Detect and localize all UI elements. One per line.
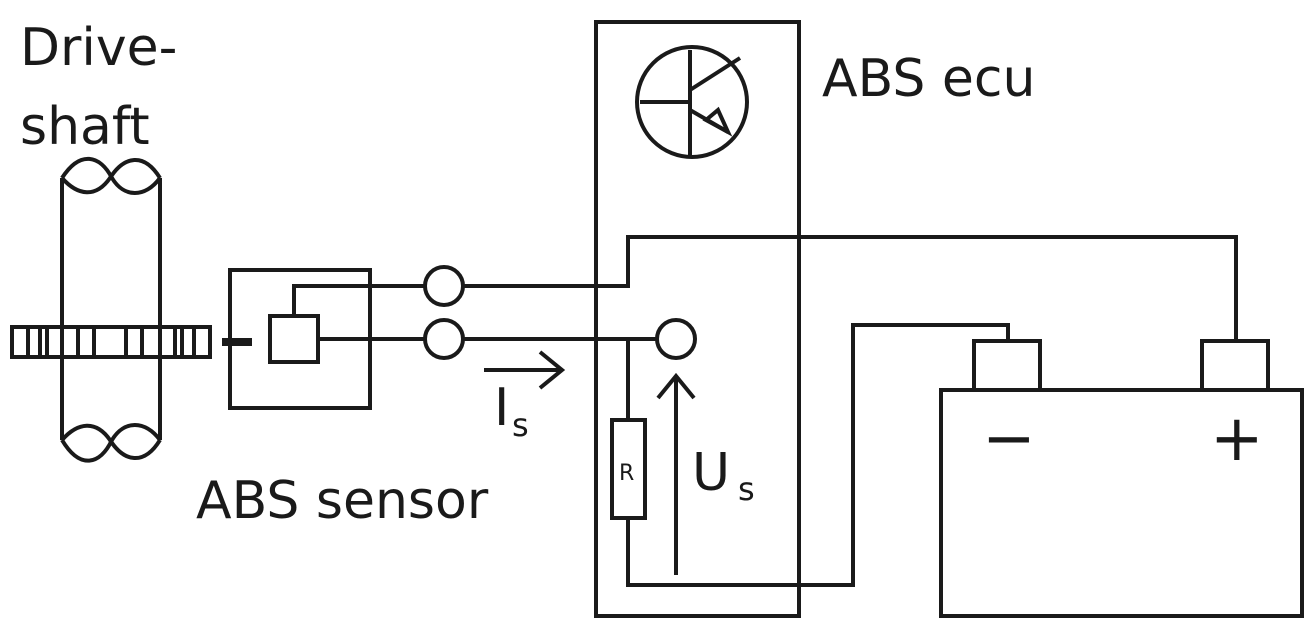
current-arrow-icon (484, 350, 566, 390)
connector-terminal-bottom (423, 318, 465, 360)
resistor (610, 323, 1010, 587)
battery-terminal-positive (1200, 339, 1270, 392)
voltage-arrow-icon (656, 372, 696, 575)
abs-ecu-label: ABS ecu (822, 49, 1035, 109)
voltage-label: U (692, 443, 730, 503)
battery-minus-label: − (982, 402, 1036, 476)
current-subscript: s (512, 406, 529, 444)
abs-ecu-box (594, 20, 801, 618)
ecu-input-terminal (655, 318, 697, 360)
battery-plus-label: + (1210, 402, 1264, 476)
sensor-wiring (292, 235, 1238, 360)
voltage-subscript: s (738, 470, 755, 508)
driveshaft (60, 156, 162, 463)
tone-wheel (10, 325, 212, 359)
battery-terminal-negative (972, 339, 1042, 392)
connector-terminal-top (423, 265, 465, 307)
driveshaft-label-line2: shaft (20, 97, 150, 157)
resistor-label: R (619, 461, 634, 486)
transistor-icon (635, 45, 749, 159)
current-label: I (494, 378, 509, 438)
battery (939, 339, 1304, 618)
abs-sensor-label: ABS sensor (196, 471, 489, 531)
driveshaft-label-line1: Drive- (20, 18, 177, 78)
